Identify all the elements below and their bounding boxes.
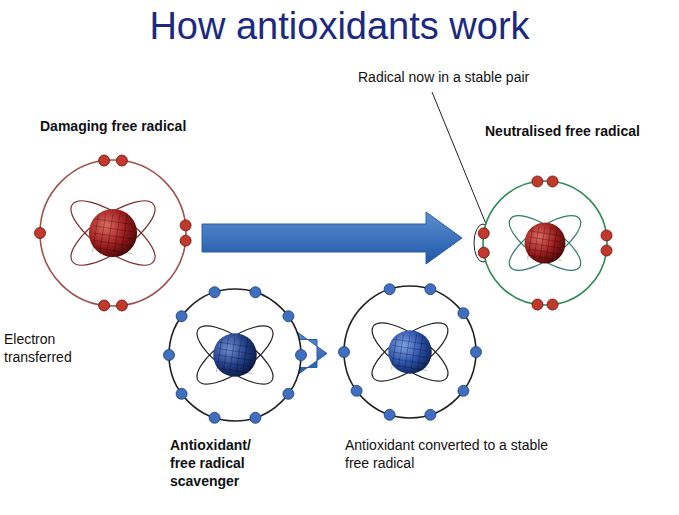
free-radical-atom xyxy=(32,152,194,314)
annotation-label: Radical now in a stable pair xyxy=(358,68,529,86)
atom-node: Antioxidant converted to a stable free r… xyxy=(335,277,560,473)
neutralised-atom xyxy=(475,173,615,313)
title: How antioxidants work xyxy=(0,4,679,50)
atom-label: Neutralised free radical xyxy=(485,122,640,140)
atom-label: Damaging free radical xyxy=(40,117,186,135)
atom-label: Antioxidant/ free radical scavenger xyxy=(170,436,280,491)
annotation-label: Electron transferred xyxy=(4,330,88,366)
atom-node: Antioxidant/ free radical scavenger xyxy=(160,280,309,491)
atom-node: Neutralised free radical xyxy=(470,120,640,313)
atom-node: Damaging free radical xyxy=(30,115,194,314)
atom-label: Antioxidant converted to a stable free r… xyxy=(345,436,560,472)
antioxidant-atom xyxy=(161,281,309,429)
leader-line xyxy=(432,92,486,224)
stable-radical-atom xyxy=(336,278,484,426)
transfer-arrow xyxy=(202,212,462,264)
